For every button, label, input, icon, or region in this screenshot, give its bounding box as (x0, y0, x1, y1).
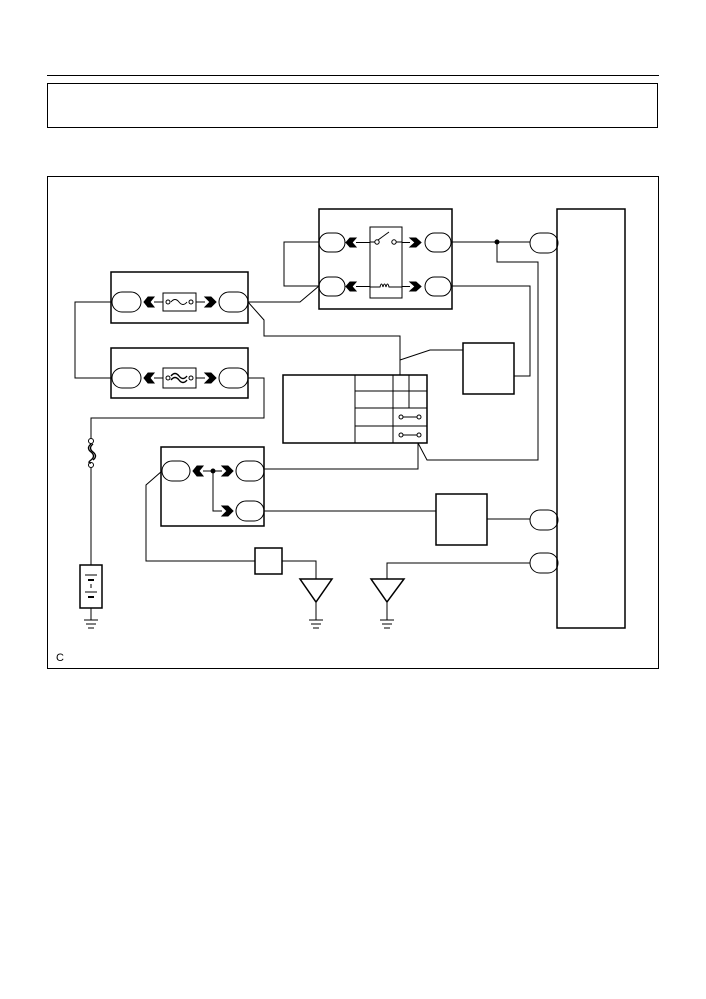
relay-block (318, 208, 453, 310)
diagram-frame (47, 176, 659, 669)
switch-matrix-table (282, 374, 428, 444)
component-box-upper (462, 342, 515, 395)
relay-connector-left-bottom (318, 276, 370, 297)
fuse-block-upper (110, 271, 249, 324)
relay-connector-right-top (402, 232, 452, 253)
relay-connector-right-bottom (402, 276, 452, 297)
relay-connector-left-top (318, 232, 370, 253)
junction-block (160, 446, 265, 527)
component-box-lower (435, 493, 488, 546)
small-component-box (254, 547, 283, 575)
header-rule (47, 75, 659, 76)
ground-symbol-1 (298, 578, 334, 629)
ground-symbol-2 (369, 578, 406, 629)
wiring (74, 239, 539, 579)
title-box (47, 83, 658, 128)
figure-label: C (56, 652, 64, 664)
main-fuse-symbol (87, 438, 97, 468)
battery-symbol (79, 564, 103, 629)
fusible-link-block (110, 347, 249, 399)
ecu-block (529, 208, 626, 629)
